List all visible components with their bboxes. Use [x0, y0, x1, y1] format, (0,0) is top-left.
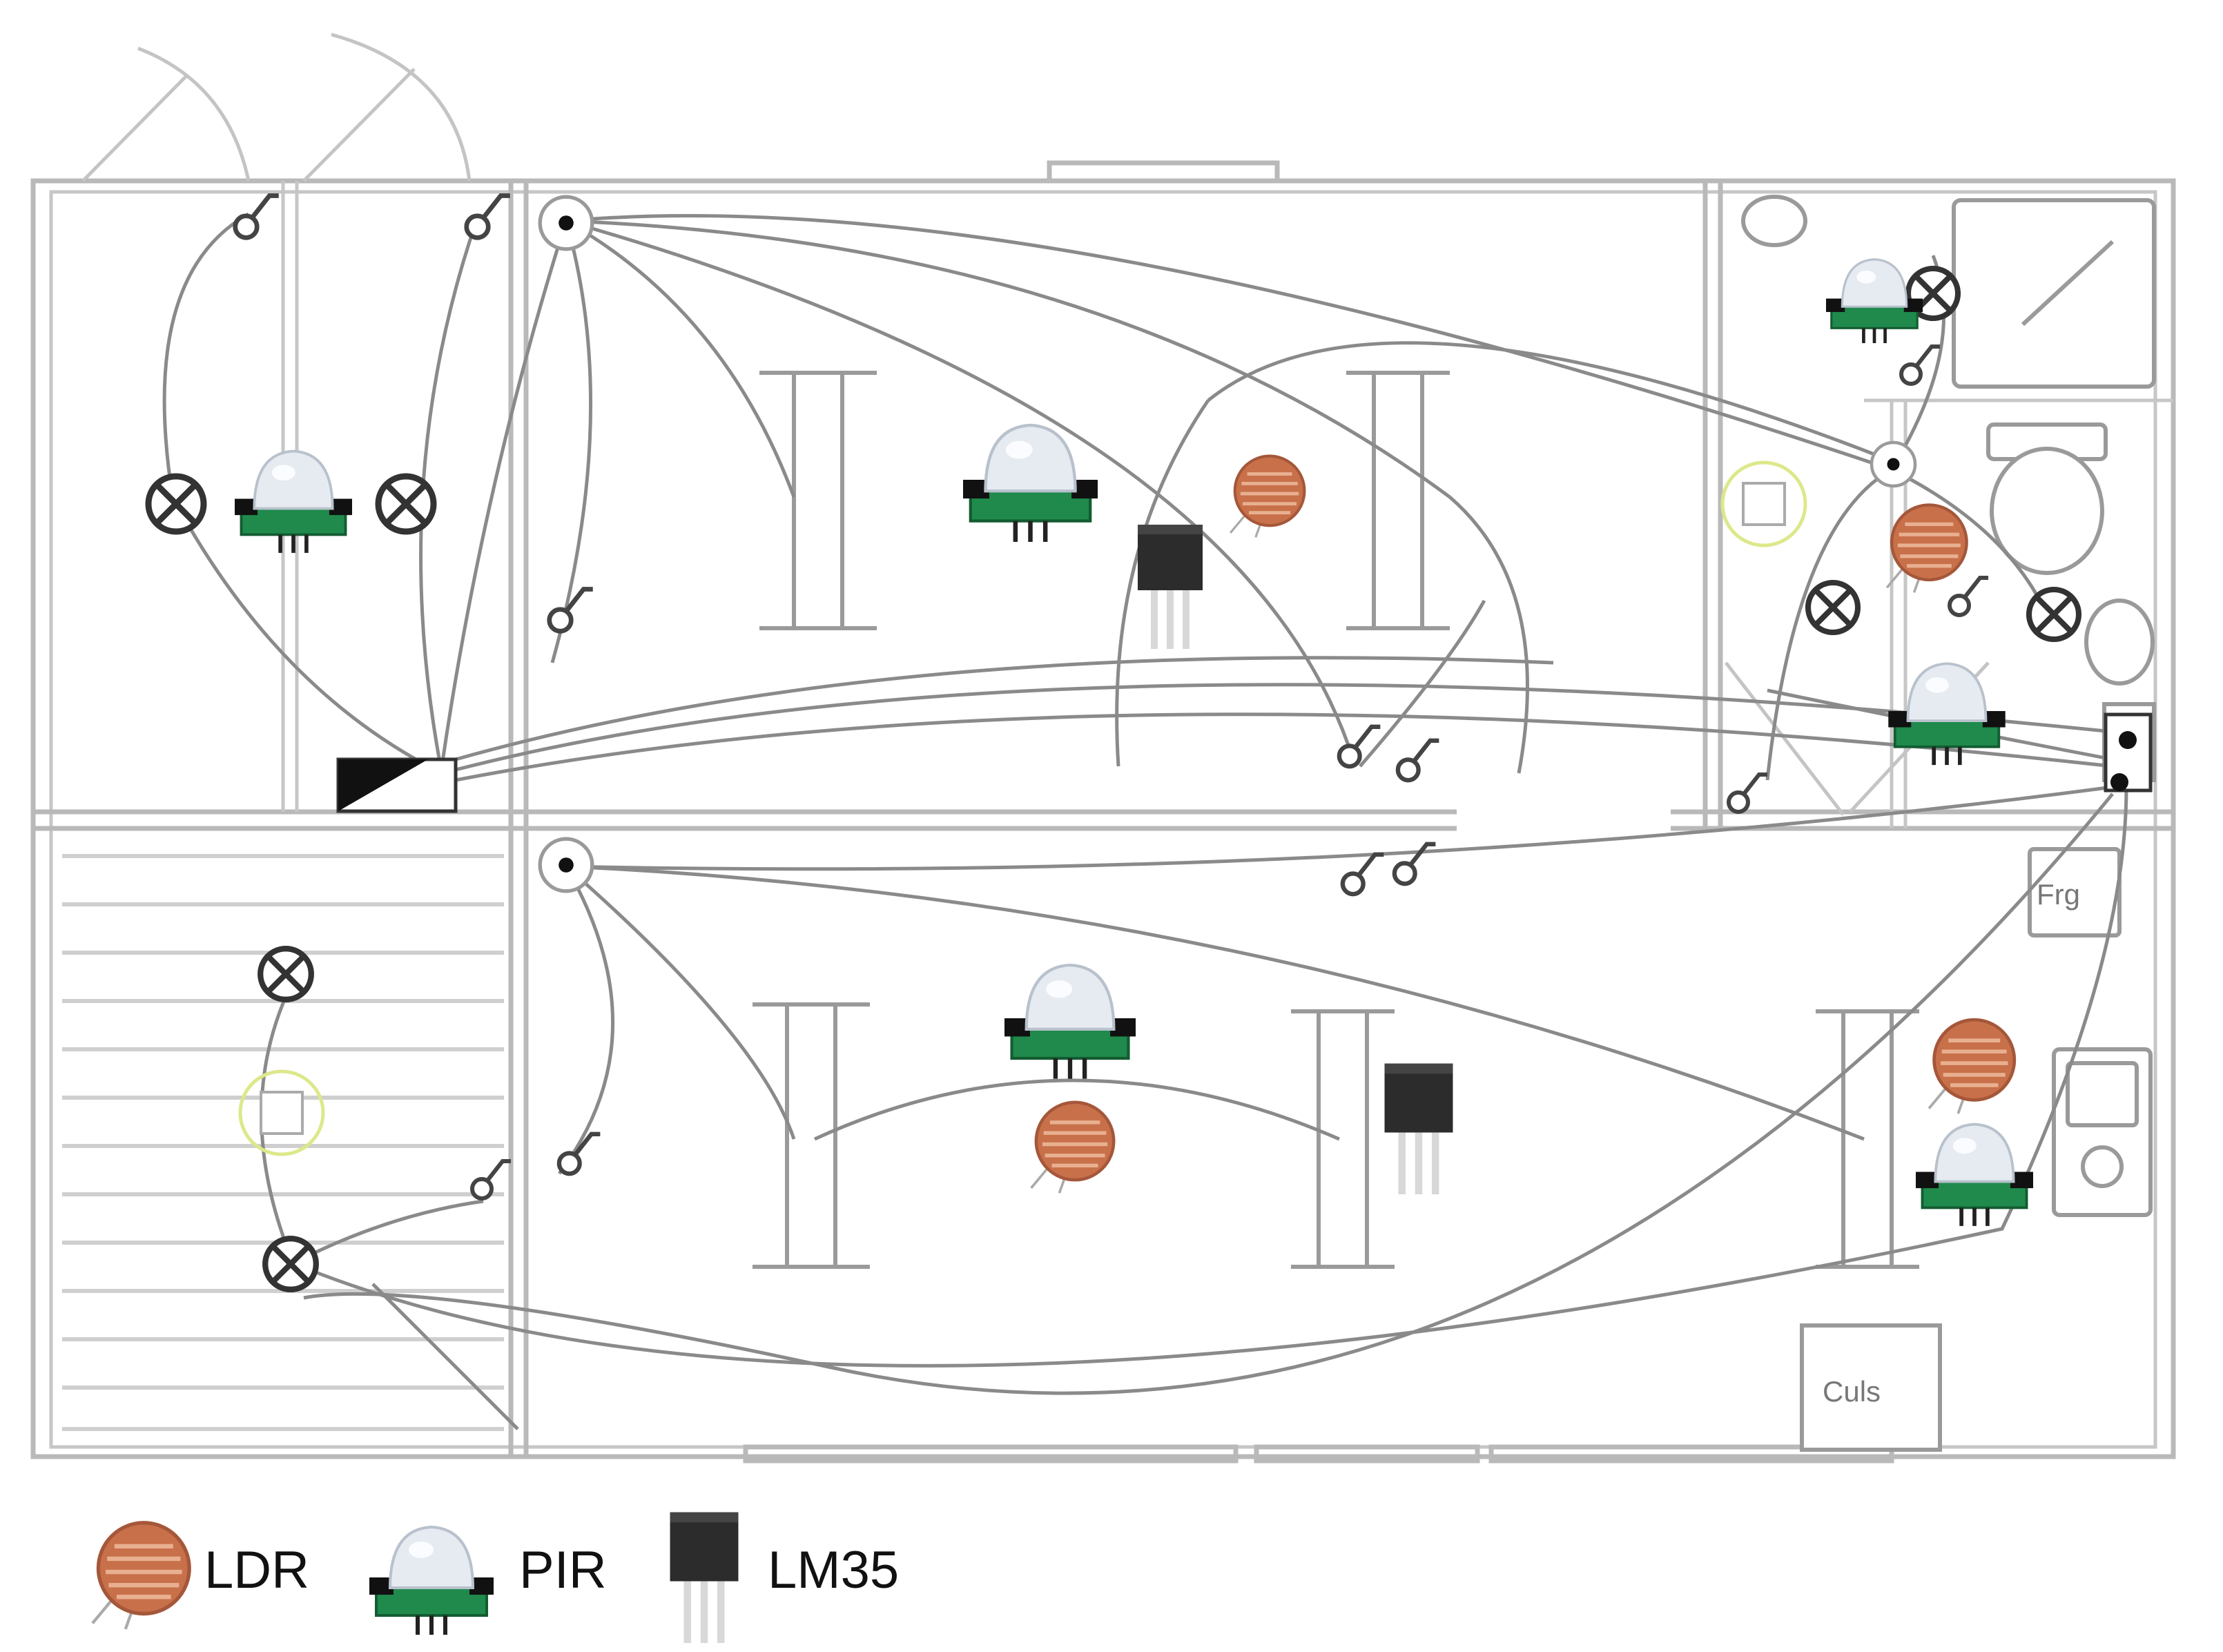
switch-icon: [472, 1161, 511, 1198]
pir-sensor-icon: [1826, 260, 1923, 343]
switch-icon: [550, 590, 593, 632]
switch-icon: [235, 196, 279, 238]
pillars: [753, 371, 1919, 1269]
switch-icon: [1950, 578, 1988, 615]
junction-box-top: [540, 197, 592, 249]
ldr-sensor-icon: [1031, 1102, 1114, 1193]
distribution-panel: [336, 757, 458, 813]
stove-label: Culs: [1823, 1375, 1881, 1408]
junction-box-bathroom: [1872, 443, 1915, 486]
lm35-icon: [670, 1513, 739, 1643]
ldr-sensor-icon: [1230, 456, 1304, 538]
lm35-sensor-icon: [1385, 1064, 1453, 1194]
ceiling-lamp-icon: [265, 1238, 316, 1290]
legend: LDR PIR LM35: [93, 1513, 899, 1643]
pir-sensor-icon: [235, 451, 352, 553]
switch-icon: [1398, 741, 1439, 780]
kitchen-fixtures: Frg Culs: [1800, 847, 2153, 1452]
ceiling-lamp-icon: [148, 476, 204, 532]
switch-icon: [467, 196, 510, 238]
legend-label-pir: PIR: [519, 1541, 607, 1600]
ceiling-lamp-icon: [260, 949, 311, 1000]
ceiling-lamp-icon: [1808, 583, 1858, 632]
ceiling-lamp-icon: [378, 476, 434, 532]
legend-label-lm35: LM35: [768, 1541, 899, 1600]
lm35-sensor-icon: [1138, 525, 1203, 649]
pir-icon: [369, 1527, 494, 1635]
ceiling-lamp-icon: [2029, 590, 2079, 639]
motion-detector-box: [238, 1069, 325, 1156]
switch-icon: [1729, 775, 1767, 812]
switch-icon: [1343, 855, 1384, 894]
ldr-icon: [93, 1523, 189, 1629]
motion-detector-box: [1720, 460, 1807, 547]
pir-sensor-icon: [963, 425, 1098, 542]
wiring: [162, 212, 2128, 1430]
pir-sensor-icon: [1004, 965, 1136, 1079]
outlet-box: [2104, 712, 2153, 793]
pir-sensor-icon: [1916, 1125, 2033, 1226]
junction-box-bottom: [540, 839, 592, 891]
ldr-sensor-icon: [1887, 505, 1967, 592]
legend-label-ldr: LDR: [204, 1541, 309, 1600]
ldr-sensor-icon: [1929, 1020, 2015, 1114]
terrace-hatch: [62, 854, 504, 1431]
fridge-label: Frg: [2037, 878, 2080, 911]
outer-walls: [30, 160, 2176, 1464]
